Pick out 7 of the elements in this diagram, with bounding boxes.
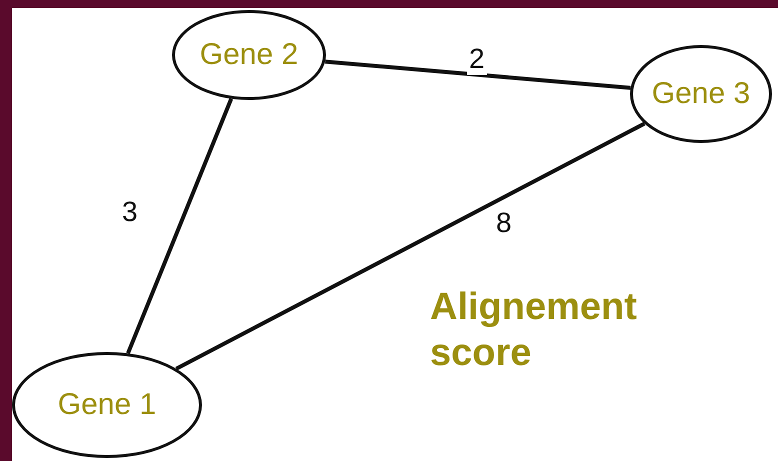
node-label: Gene 2 [200, 38, 298, 72]
connector-line [325, 60, 631, 90]
connector-line [175, 122, 646, 370]
annotation-text: Alignement score [430, 285, 638, 376]
node-label: Gene 3 [652, 77, 750, 111]
connector-line [126, 98, 234, 354]
node-label: Gene 1 [58, 388, 156, 422]
